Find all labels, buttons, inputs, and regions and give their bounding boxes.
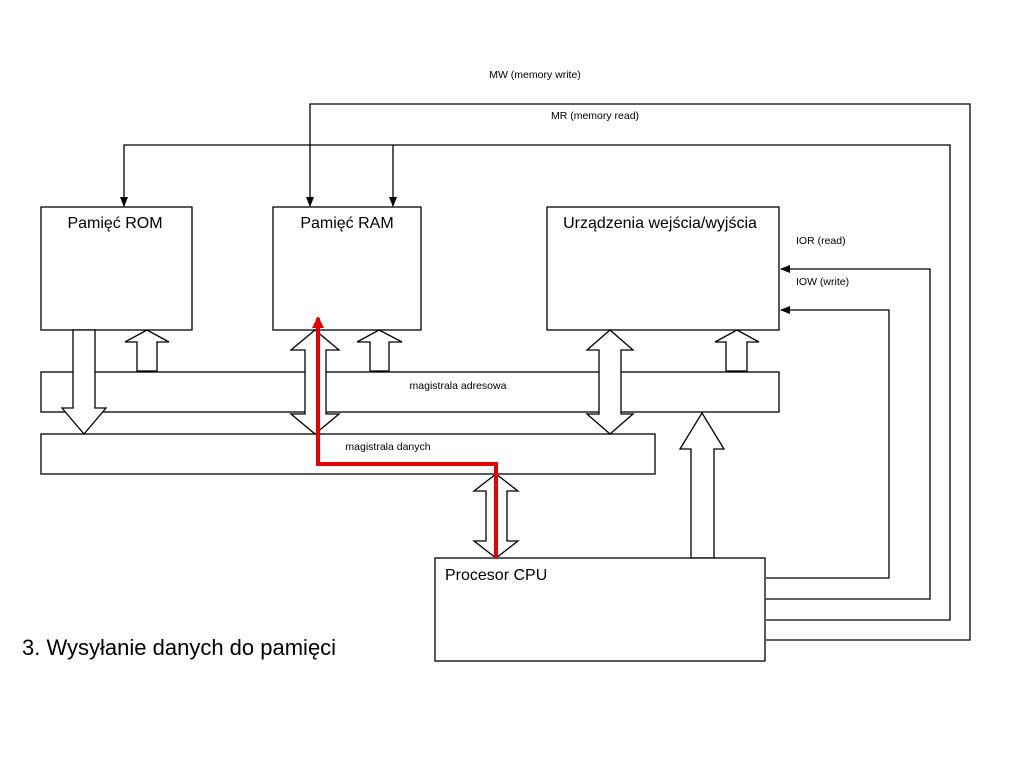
io-address-arrow — [714, 329, 760, 372]
address-bus-label: magistrala adresowa — [410, 380, 507, 392]
cpu-address-arrow — [678, 411, 726, 559]
ior-control-line — [766, 265, 931, 600]
mr-control-line — [120, 144, 951, 621]
io-data-arrow — [585, 329, 635, 435]
mw-label: MW (memory write) — [489, 69, 581, 81]
cpu-block — [434, 557, 766, 662]
iow-control-line — [766, 306, 890, 579]
slide-caption: 3. Wysyłanie danych do pamięci — [22, 635, 336, 660]
data-bus-label: magistrala danych — [345, 441, 430, 453]
mr-label: MR (memory read) — [551, 110, 639, 122]
highlighted-data-path — [312, 316, 498, 558]
cpu-label: Procesor CPU — [445, 567, 547, 584]
data-bus — [40, 433, 656, 475]
address-bus — [40, 371, 780, 413]
rom-label: Pamięć ROM — [67, 215, 162, 232]
io-block — [546, 206, 780, 331]
rom-address-arrow — [124, 329, 170, 372]
ram-block — [272, 206, 422, 331]
io-label: Urządzenia wejścia/wyjścia — [563, 215, 757, 232]
ior-label: IOR (read) — [796, 235, 846, 247]
mw-control-line — [306, 103, 971, 641]
ram-address-arrow — [356, 329, 403, 372]
iow-label: IOW (write) — [796, 276, 849, 288]
ram-label: Pamięć RAM — [300, 215, 393, 232]
rom-data-arrow — [60, 329, 108, 436]
rom-block — [40, 206, 193, 331]
ram-data-arrow — [289, 329, 341, 435]
